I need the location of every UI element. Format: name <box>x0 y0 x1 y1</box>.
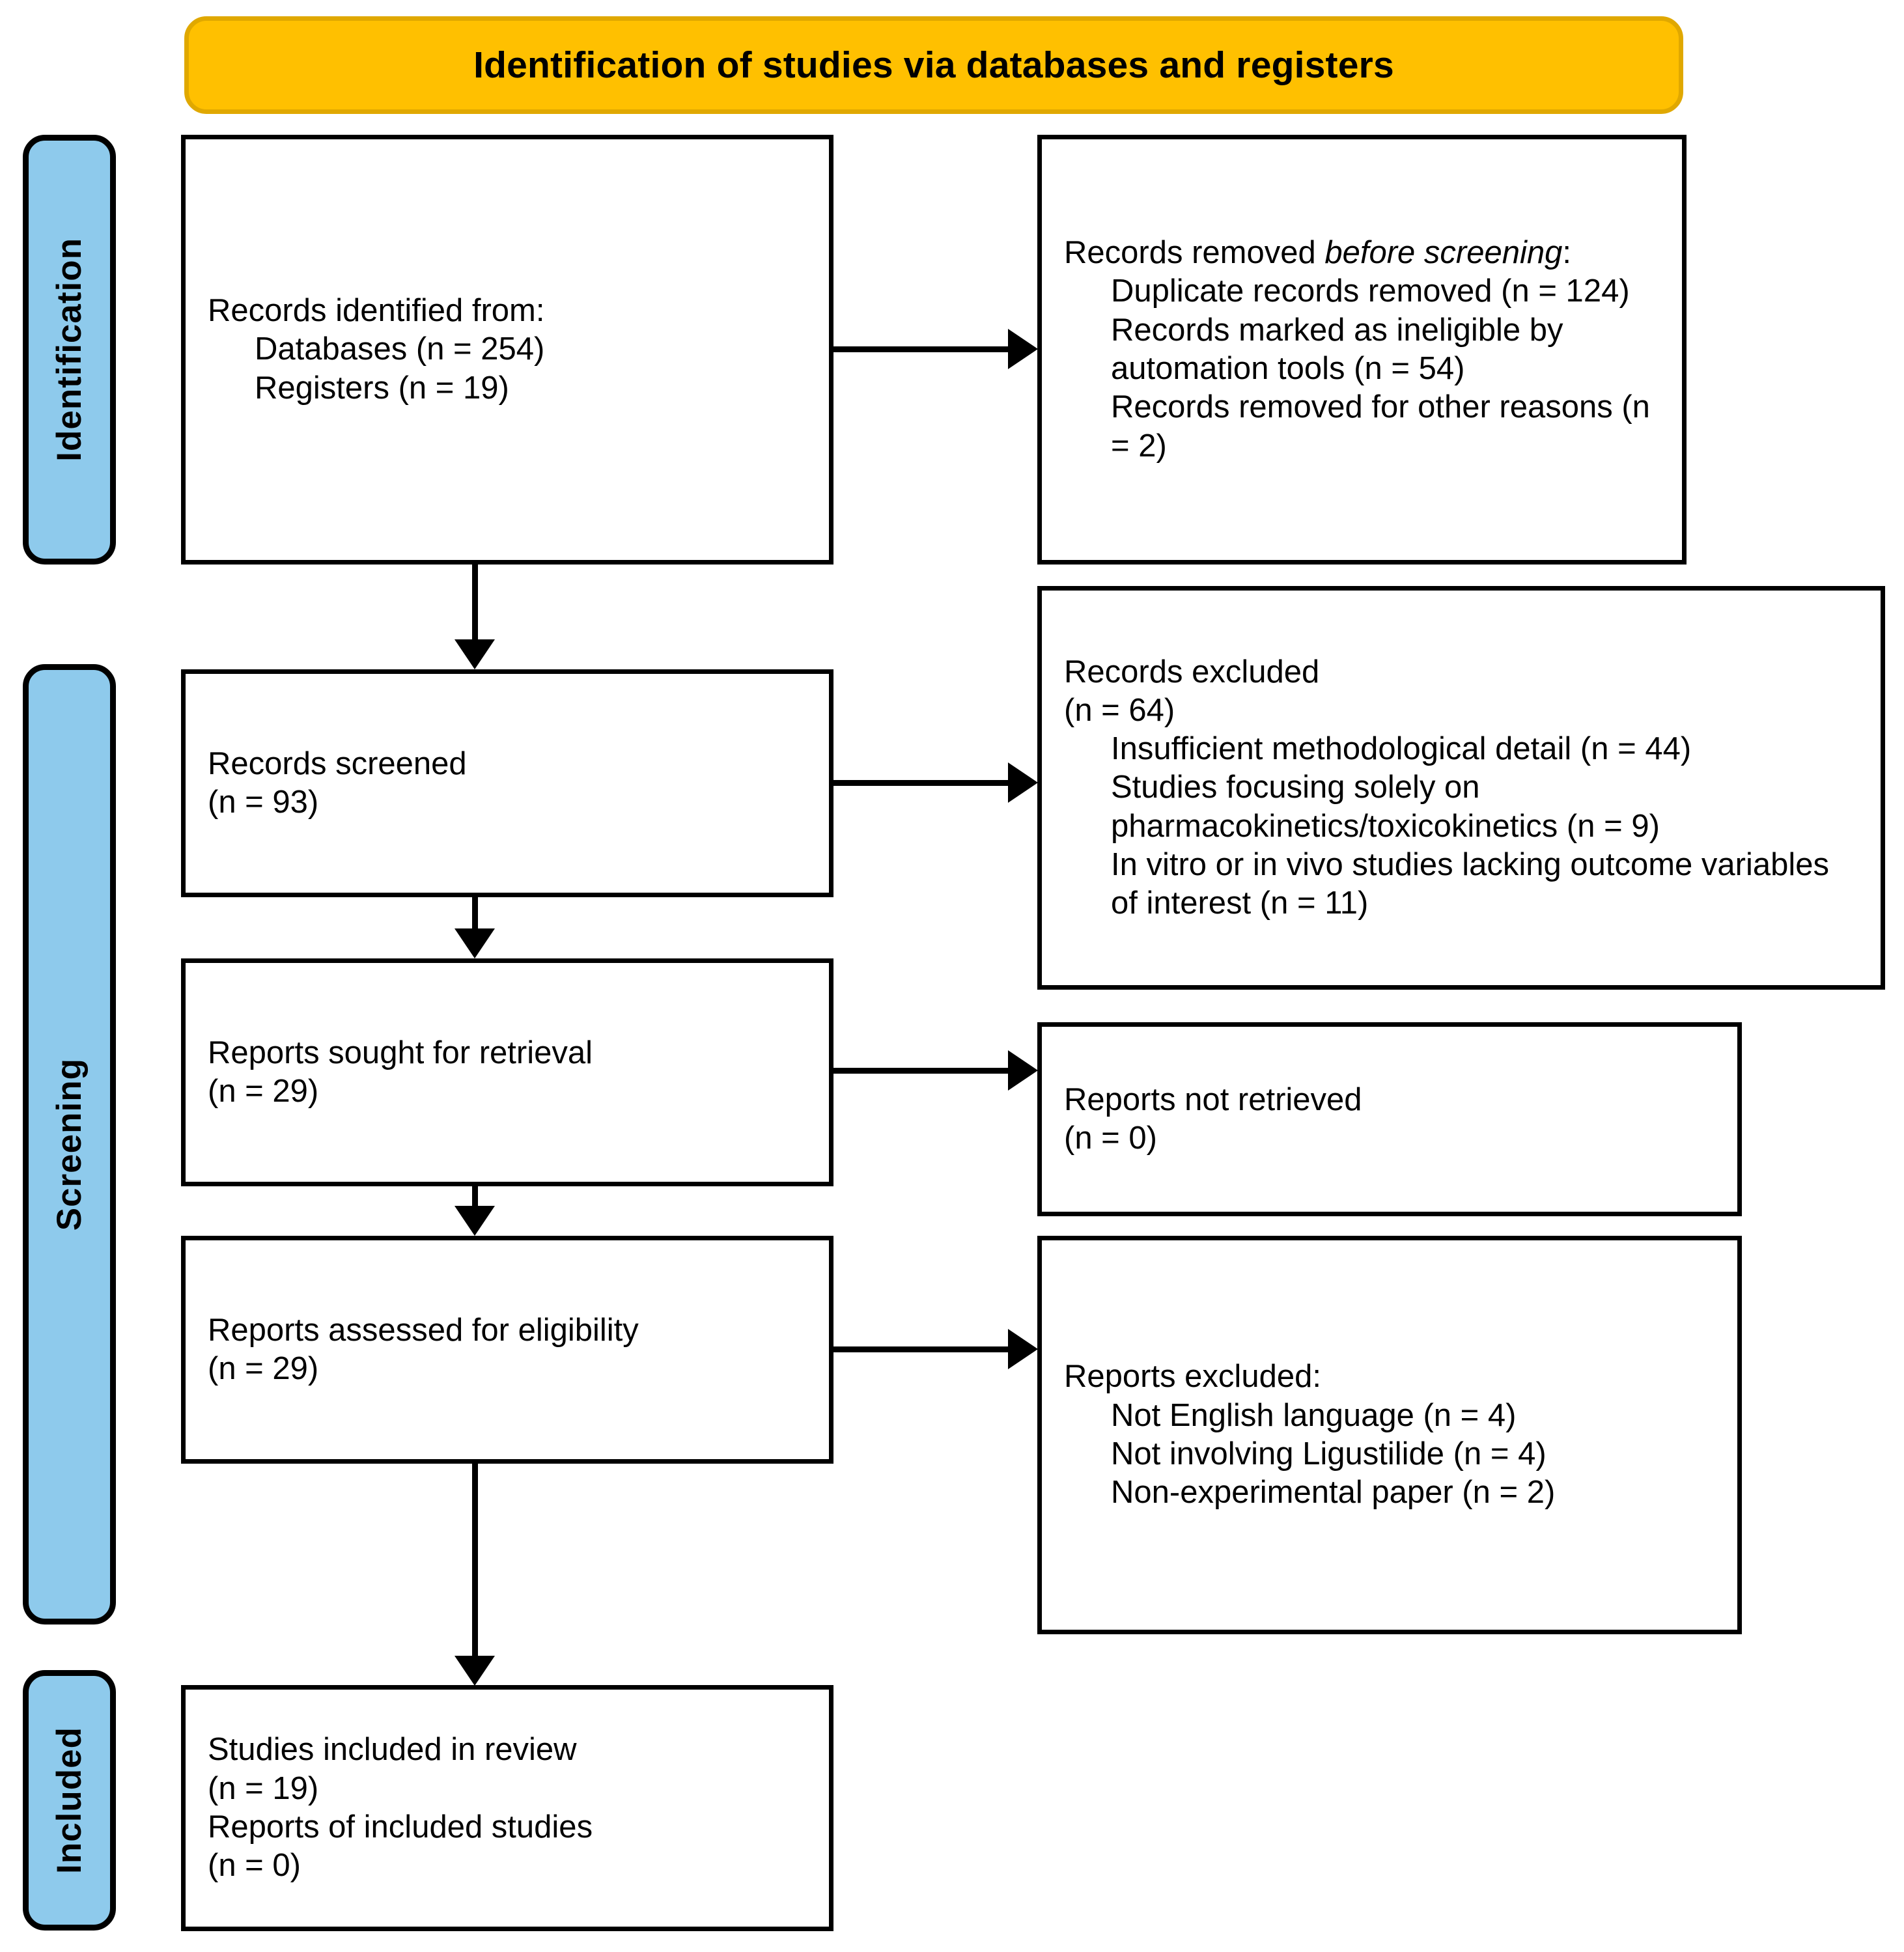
records-excluded-count: (n = 64) <box>1064 692 1175 728</box>
arrowhead-sought-to-assessed <box>455 1206 495 1236</box>
stage-label-included: Included <box>23 1670 116 1931</box>
arrowhead-identified-to-removed <box>1008 329 1038 369</box>
studies-included-count: (n = 19) <box>208 1770 319 1806</box>
records-removed-heading: Records removed before screening: <box>1064 234 1660 272</box>
connector-identified-to-screened <box>472 565 478 639</box>
records-removed-heading-em1: before <box>1324 235 1416 271</box>
stage-label-screening-text: Screening <box>50 1057 89 1231</box>
box-records-screened: Records screened (n = 93) <box>181 669 833 897</box>
connector-assessed-to-included <box>472 1464 478 1656</box>
records-removed-heading-a: Records removed <box>1064 235 1325 271</box>
records-excluded-item-invitro: In vitro or in vivo studies lacking outc… <box>1111 846 1830 921</box>
records-identified-line1: Records identified from: <box>208 293 545 329</box>
box-reports-excluded: Reports excluded: Not English language (… <box>1037 1236 1742 1634</box>
box-records-identified: Records identified from: Databases (n = … <box>181 135 833 565</box>
box-reports-sought: Reports sought for retrieval (n = 29) <box>181 958 833 1186</box>
reports-included-count: (n = 0) <box>208 1848 301 1884</box>
stage-label-identification-text: Identification <box>50 238 89 462</box>
records-removed-item-automation: Records marked as ineligible by automati… <box>1111 312 1563 386</box>
reports-excluded-item-ligustilide: Not involving Ligustilide (n = 4) <box>1111 1436 1547 1471</box>
reports-not-retrieved-count: (n = 0) <box>1064 1121 1157 1156</box>
box-records-removed-before-screening: Records removed before screening: Duplic… <box>1037 135 1687 565</box>
connector-screened-to-excluded <box>833 780 1008 786</box>
box-reports-assessed: Reports assessed for eligibility (n = 29… <box>181 1236 833 1464</box>
reports-not-retrieved-line1: Reports not retrieved <box>1064 1081 1362 1117</box>
records-removed-heading-colon: : <box>1562 235 1571 271</box>
stage-label-screening: Screening <box>23 664 116 1624</box>
studies-included-line1: Studies included in review <box>208 1732 577 1768</box>
box-reports-not-retrieved: Reports not retrieved (n = 0) <box>1037 1022 1742 1216</box>
banner-identification-header: Identification of studies via databases … <box>184 16 1683 114</box>
reports-excluded-line1: Reports excluded: <box>1064 1359 1321 1395</box>
records-excluded-item-insufficient: Insufficient methodological detail (n = … <box>1111 731 1692 767</box>
arrowhead-identified-to-screened <box>455 639 495 669</box>
records-excluded-item-pharmacokinetics: Studies focusing solely on pharmacokinet… <box>1111 770 1660 844</box>
reports-sought-count: (n = 29) <box>208 1074 319 1109</box>
stage-label-included-text: Included <box>50 1727 89 1874</box>
arrowhead-sought-to-not-retrieved <box>1008 1050 1038 1091</box>
arrowhead-assessed-to-reports-excluded <box>1008 1329 1038 1369</box>
records-removed-item-other: Records removed for other reasons (n = 2… <box>1111 389 1650 464</box>
reports-excluded-item-language: Not English language (n = 4) <box>1111 1397 1517 1433</box>
connector-screened-to-sought <box>472 897 478 928</box>
stage-label-identification: Identification <box>23 135 116 565</box>
connector-identified-to-removed <box>833 346 1008 352</box>
connector-sought-to-assessed <box>472 1186 478 1206</box>
connector-assessed-to-reports-excluded <box>833 1346 1008 1352</box>
arrowhead-assessed-to-included <box>455 1656 495 1686</box>
reports-sought-line1: Reports sought for retrieval <box>208 1035 593 1070</box>
reports-assessed-line1: Reports assessed for eligibility <box>208 1312 639 1348</box>
records-removed-item-duplicates: Duplicate records removed (n = 124) <box>1111 273 1630 309</box>
banner-title: Identification of studies via databases … <box>473 44 1394 86</box>
records-excluded-line1: Records excluded <box>1064 654 1320 690</box>
records-screened-count: (n = 93) <box>208 785 319 820</box>
records-identified-registers: Registers (n = 19) <box>255 370 509 406</box>
box-studies-included: Studies included in review (n = 19) Repo… <box>181 1685 833 1931</box>
records-identified-databases: Databases (n = 254) <box>255 331 545 367</box>
reports-assessed-count: (n = 29) <box>208 1351 319 1386</box>
records-screened-line1: Records screened <box>208 746 467 781</box>
reports-excluded-item-nonexperimental: Non-experimental paper (n = 2) <box>1111 1475 1556 1511</box>
arrowhead-screened-to-excluded <box>1008 762 1038 803</box>
reports-included-line1: Reports of included studies <box>208 1809 593 1845</box>
box-records-excluded: Records excluded (n = 64) Insufficient m… <box>1037 586 1885 990</box>
arrowhead-screened-to-sought <box>455 928 495 958</box>
records-removed-heading-em2: screening <box>1423 235 1563 271</box>
connector-sought-to-not-retrieved <box>833 1068 1008 1074</box>
